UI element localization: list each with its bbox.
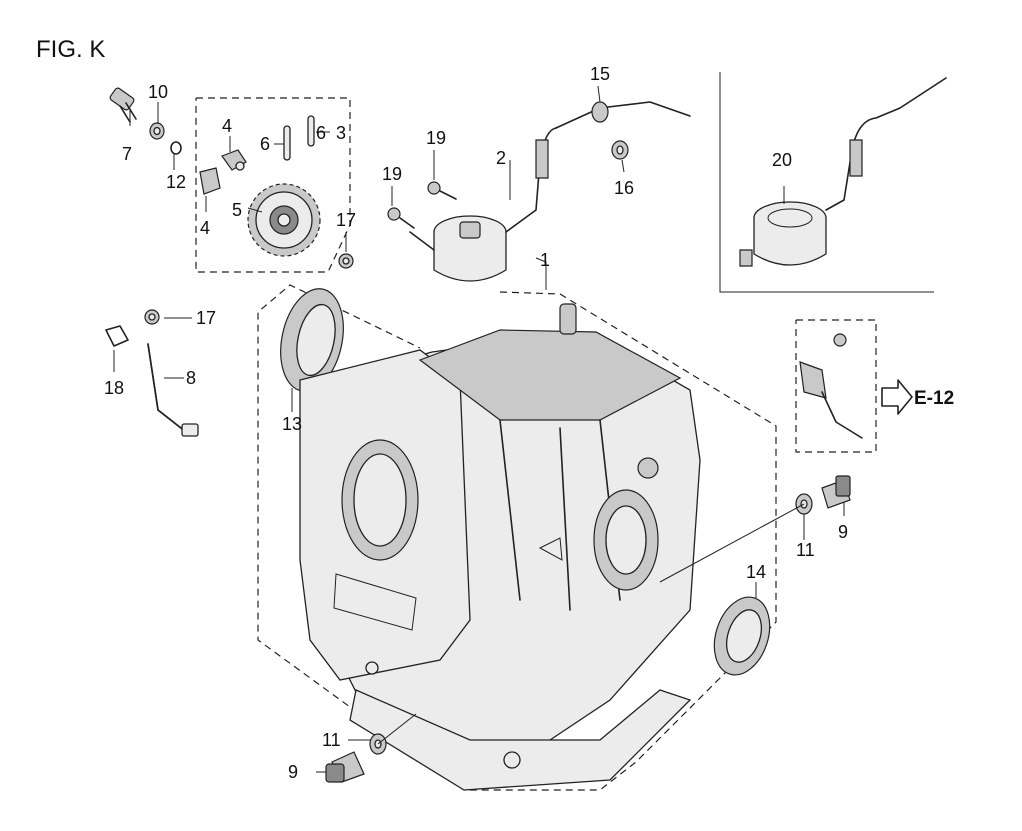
- cross-reference-label[interactable]: E-12: [914, 388, 954, 409]
- callout-16: 16: [614, 178, 634, 198]
- callout-18: 18: [104, 378, 124, 398]
- sensor-group-frame: [795, 319, 877, 453]
- callout-6-left: 6: [260, 134, 270, 154]
- sensor-bracket[interactable]: [799, 333, 863, 439]
- callout-5: 5: [232, 200, 242, 220]
- part-8-tube[interactable]: [147, 343, 199, 437]
- part-16-grommet[interactable]: [611, 140, 629, 160]
- callout-14: 14: [746, 562, 766, 582]
- inset-frame: [719, 72, 934, 293]
- callout-9-right: 9: [838, 522, 848, 542]
- part-5-governor-gear[interactable]: [247, 183, 321, 257]
- callout-11-bottom: 11: [322, 730, 341, 750]
- callout-labels: 1 2 3 4 4 5 6 6 7 8 9 9 10 11 11 12 13 1…: [104, 64, 848, 782]
- callout-2: 2: [496, 148, 506, 168]
- callout-10: 10: [148, 82, 168, 102]
- part-6-pin-left[interactable]: [283, 125, 291, 161]
- callout-9-bottom: 9: [288, 762, 298, 782]
- part-9-drain-plug-right[interactable]: [821, 475, 851, 509]
- part-2-breather-assembly[interactable]: [409, 101, 691, 282]
- leader-lines: [113, 85, 845, 773]
- part-1-crankcase[interactable]: [299, 303, 701, 791]
- governor-group-frame: [195, 97, 351, 273]
- callout-17-lower: 17: [196, 308, 216, 328]
- part-15-clip[interactable]: [591, 101, 609, 123]
- part-13-oil-seal[interactable]: [272, 283, 352, 397]
- callout-12: 12: [166, 172, 186, 192]
- callout-19-upper: 19: [426, 128, 446, 148]
- part-9-drain-plug-bottom[interactable]: [325, 751, 365, 783]
- callout-8: 8: [186, 368, 196, 388]
- callout-13: 13: [282, 414, 302, 434]
- figure-title: FIG. K: [36, 36, 105, 63]
- callout-6-right: 6: [316, 123, 326, 143]
- callout-17-upper: 17: [336, 210, 356, 230]
- callout-15: 15: [590, 64, 610, 84]
- callout-19-lower: 19: [382, 164, 402, 184]
- callout-3: 3: [336, 123, 346, 143]
- part-7-bolt[interactable]: [109, 87, 137, 123]
- callout-7: 7: [122, 144, 132, 164]
- callout-20: 20: [772, 150, 792, 170]
- part-4-governor-weight-lower[interactable]: [199, 167, 221, 195]
- part-6-pin-right[interactable]: [307, 115, 315, 147]
- part-19-bolt-lower[interactable]: [387, 207, 415, 229]
- part-12-o-ring[interactable]: [170, 141, 182, 155]
- callout-11-right: 11: [796, 540, 815, 560]
- callout-4-upper: 4: [222, 116, 232, 136]
- part-10-washer[interactable]: [149, 122, 165, 140]
- e12-arrow[interactable]: [881, 379, 913, 415]
- part-18-clip[interactable]: [105, 325, 129, 347]
- part-4-governor-weight-upper[interactable]: [221, 149, 247, 171]
- callout-1: 1: [540, 250, 550, 270]
- part-17-washer-lower[interactable]: [144, 309, 160, 325]
- part-17-washer-upper[interactable]: [338, 253, 354, 269]
- part-19-bolt-upper[interactable]: [427, 181, 457, 200]
- part-20-oil-level-switch[interactable]: [739, 77, 947, 267]
- part-14-oil-seal[interactable]: [705, 590, 779, 682]
- crankcase-assembly-frame: [257, 284, 777, 791]
- callout-4-lower: 4: [200, 218, 210, 238]
